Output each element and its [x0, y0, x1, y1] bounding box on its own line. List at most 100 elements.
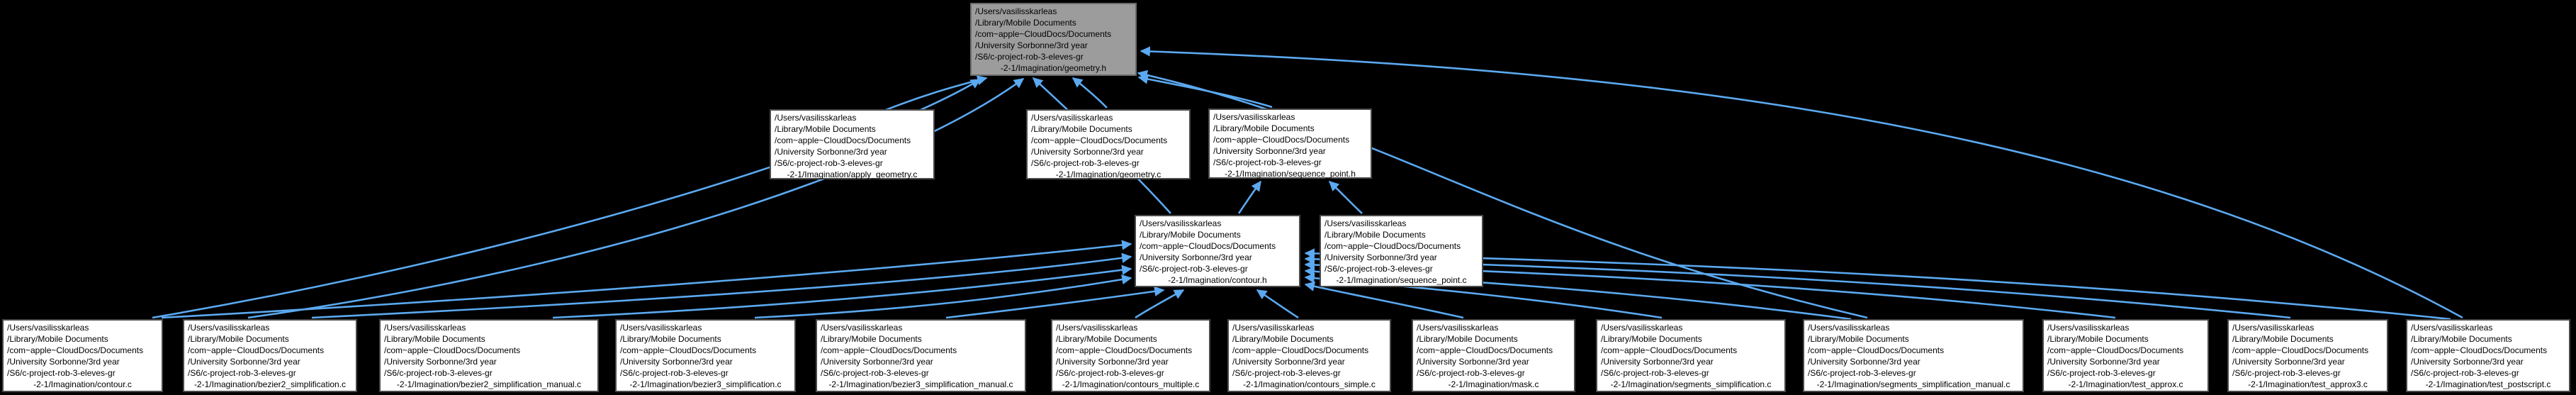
- graph-node-sequence-point-h-line-4: /S6/c-project-rob-3-eleves-gr: [1213, 157, 1322, 167]
- graph-node-test-approx3-c[interactable]: /Users/vasilisskarleas/Library/Mobile Do…: [2227, 319, 2388, 392]
- graph-node-bezier2-simplification-manual-c-line-5: -2-1/Imagination/bezier2_simplification_…: [396, 379, 582, 389]
- graph-node-segments-simplification-manual-c-line-5: -2-1/Imagination/segments_simplification…: [1816, 379, 2010, 389]
- include-edge-mask-c-to-contour-h: [1304, 281, 1464, 319]
- graph-node-contour-h-line-3: /University Sorbonne/3rd year: [1140, 252, 1252, 262]
- graph-node-test-postscript-c-line-3: /University Sorbonne/3rd year: [2411, 357, 2524, 367]
- graph-node-sequence-point-c-line-0: /Users/vasilisskarleas: [1324, 218, 1407, 228]
- graph-node-bezier2-simplification-c-line-1: /Library/Mobile Documents: [188, 334, 289, 344]
- graph-node-contours-simple-c-line-2: /com~apple~CloudDocs/Documents: [1232, 345, 1369, 355]
- graph-node-mask-c[interactable]: /Users/vasilisskarleas/Library/Mobile Do…: [1412, 319, 1575, 392]
- graph-node-geometry-c-line-4: /S6/c-project-rob-3-eleves-gr: [1031, 158, 1140, 168]
- graph-node-contour-c[interactable]: /Users/vasilisskarleas/Library/Mobile Do…: [2, 319, 163, 392]
- graph-node-geometry-c-line-1: /Library/Mobile Documents: [1031, 124, 1132, 134]
- graph-node-mask-c-line-1: /Library/Mobile Documents: [1417, 334, 1518, 344]
- graph-node-bezier3-simplification-manual-c-line-1: /Library/Mobile Documents: [821, 334, 922, 344]
- graph-node-contour-h-line-4: /S6/c-project-rob-3-eleves-gr: [1140, 264, 1248, 274]
- graph-node-segments-simplification-manual-c-line-4: /S6/c-project-rob-3-eleves-gr: [1808, 368, 1916, 378]
- graph-node-segments-simplification-c-line-0: /Users/vasilisskarleas: [1601, 323, 1683, 333]
- graph-node-test-approx3-c-line-5: -2-1/Imagination/test_approx3.c: [2248, 379, 2368, 389]
- graph-node-sequence-point-h-line-5: -2-1/Imagination/sequence_point.h: [1225, 169, 1356, 179]
- graph-node-contour-c-line-5: -2-1/Imagination/contour.c: [33, 379, 132, 389]
- graph-node-geometry-c-line-0: /Users/vasilisskarleas: [1031, 113, 1113, 123]
- graph-node-bezier3-simplification-c-line-4: /S6/c-project-rob-3-eleves-gr: [620, 368, 729, 378]
- graph-node-mask-c-line-2: /com~apple~CloudDocs/Documents: [1417, 345, 1553, 355]
- graph-node-sequence-point-h-line-3: /University Sorbonne/3rd year: [1213, 146, 1326, 156]
- include-edge-sequence-point-h-to-geometry-h: [1137, 74, 1273, 109]
- graph-node-contours-multiple-c-line-5: -2-1/Imagination/contours_multiple.c: [1062, 379, 1200, 389]
- graph-node-sequence-point-c-line-3: /University Sorbonne/3rd year: [1324, 252, 1437, 262]
- graph-node-mask-c-line-5: -2-1/Imagination/mask.c: [1448, 379, 1539, 389]
- graph-node-bezier3-simplification-c-line-1: /Library/Mobile Documents: [620, 334, 721, 344]
- graph-node-apply-geometry-c-line-1: /Library/Mobile Documents: [775, 124, 876, 134]
- graph-node-bezier3-simplification-manual-c-line-3: /University Sorbonne/3rd year: [821, 357, 933, 367]
- graph-node-test-postscript-c-line-4: /S6/c-project-rob-3-eleves-gr: [2411, 368, 2519, 378]
- graph-node-segments-simplification-manual-c-line-2: /com~apple~CloudDocs/Documents: [1808, 345, 1945, 355]
- graph-node-sequence-point-h-line-1: /Library/Mobile Documents: [1213, 123, 1315, 133]
- graph-node-segments-simplification-c-line-2: /com~apple~CloudDocs/Documents: [1601, 345, 1738, 355]
- graph-node-test-postscript-c-line-1: /Library/Mobile Documents: [2411, 334, 2512, 344]
- graph-node-geometry-h-line-2: /com~apple~CloudDocs/Documents: [975, 29, 1112, 39]
- include-edge-bezier3-simplification-manual-c-to-contour-h: [945, 286, 1165, 319]
- graph-node-bezier3-simplification-c-line-3: /University Sorbonne/3rd year: [620, 357, 733, 367]
- graph-node-contours-simple-c[interactable]: /Users/vasilisskarleas/Library/Mobile Do…: [1227, 319, 1391, 392]
- include-edge-segments-simplification-manual-c-to-geometry-h: [1137, 69, 1868, 319]
- graph-node-contour-c-line-1: /Library/Mobile Documents: [7, 334, 108, 344]
- graph-node-contour-h-line-0: /Users/vasilisskarleas: [1140, 218, 1222, 228]
- graph-node-segments-simplification-c-line-4: /S6/c-project-rob-3-eleves-gr: [1601, 368, 1709, 378]
- graph-node-contours-multiple-c-line-3: /University Sorbonne/3rd year: [1056, 357, 1169, 367]
- graph-node-contour-h-line-1: /Library/Mobile Documents: [1140, 230, 1241, 240]
- graph-node-sequence-point-h[interactable]: /Users/vasilisskarleas/Library/Mobile Do…: [1208, 109, 1372, 179]
- graph-node-segments-simplification-c-line-3: /University Sorbonne/3rd year: [1601, 357, 1714, 367]
- graph-node-sequence-point-c[interactable]: /Users/vasilisskarleas/Library/Mobile Do…: [1320, 215, 1483, 287]
- graph-node-apply-geometry-c[interactable]: /Users/vasilisskarleas/Library/Mobile Do…: [770, 109, 935, 179]
- include-edge-bezier2-simplification-c-to-contour-h: [311, 252, 1132, 319]
- graph-node-segments-simplification-c[interactable]: /Users/vasilisskarleas/Library/Mobile Do…: [1596, 319, 1786, 392]
- graph-node-mask-c-line-0: /Users/vasilisskarleas: [1417, 323, 1499, 333]
- graph-node-test-approx3-c-line-3: /University Sorbonne/3rd year: [2232, 357, 2345, 367]
- graph-node-geometry-h[interactable]: /Users/vasilisskarleas/Library/Mobile Do…: [970, 3, 1137, 76]
- graph-node-test-approx-c[interactable]: /Users/vasilisskarleas/Library/Mobile Do…: [2042, 319, 2209, 392]
- include-edge-contour-h-to-sequence-point-h: [1237, 180, 1262, 214]
- include-edge-test-postscript-c-to-geometry-h: [1140, 46, 2463, 319]
- graph-node-test-approx3-c-line-2: /com~apple~CloudDocs/Documents: [2232, 345, 2369, 355]
- graph-node-bezier3-simplification-c-line-2: /com~apple~CloudDocs/Documents: [620, 345, 757, 355]
- graph-node-bezier2-simplification-manual-c-line-2: /com~apple~CloudDocs/Documents: [384, 345, 521, 355]
- graph-node-segments-simplification-manual-c-line-3: /University Sorbonne/3rd year: [1808, 357, 1920, 367]
- graph-node-bezier2-simplification-manual-c[interactable]: /Users/vasilisskarleas/Library/Mobile Do…: [379, 319, 599, 392]
- graph-node-apply-geometry-c-line-3: /University Sorbonne/3rd year: [775, 147, 887, 157]
- graph-node-bezier2-simplification-c-line-5: -2-1/Imagination/bezier2_simplification.…: [193, 379, 347, 389]
- graph-node-test-approx3-c-line-1: /Library/Mobile Documents: [2232, 334, 2334, 344]
- graph-node-contour-c-line-0: /Users/vasilisskarleas: [7, 323, 89, 333]
- graph-node-test-postscript-c[interactable]: /Users/vasilisskarleas/Library/Mobile Do…: [2406, 319, 2570, 392]
- graph-node-bezier2-simplification-c-line-3: /University Sorbonne/3rd year: [188, 357, 300, 367]
- include-edge-bezier2-simplification-manual-c-to-contour-h: [552, 265, 1132, 319]
- graph-node-contour-c-line-2: /com~apple~CloudDocs/Documents: [7, 345, 144, 355]
- graph-node-bezier2-simplification-c-line-4: /S6/c-project-rob-3-eleves-gr: [188, 368, 296, 378]
- graph-node-segments-simplification-manual-c[interactable]: /Users/vasilisskarleas/Library/Mobile Do…: [1803, 319, 2024, 392]
- graph-node-contours-simple-c-line-5: -2-1/Imagination/contours_simple.c: [1243, 379, 1376, 389]
- graph-node-contours-multiple-c-line-0: /Users/vasilisskarleas: [1056, 323, 1138, 333]
- graph-node-bezier2-simplification-c[interactable]: /Users/vasilisskarleas/Library/Mobile Do…: [183, 319, 357, 392]
- graph-node-sequence-point-c-line-5: -2-1/Imagination/sequence_point.c: [1336, 275, 1467, 285]
- graph-node-segments-simplification-manual-c-line-1: /Library/Mobile Documents: [1808, 334, 1909, 344]
- graph-node-bezier3-simplification-c[interactable]: /Users/vasilisskarleas/Library/Mobile Do…: [615, 319, 796, 392]
- graph-node-contour-c-line-3: /University Sorbonne/3rd year: [7, 357, 120, 367]
- graph-node-contours-multiple-c[interactable]: /Users/vasilisskarleas/Library/Mobile Do…: [1051, 319, 1210, 392]
- graph-node-geometry-c-line-2: /com~apple~CloudDocs/Documents: [1031, 135, 1168, 145]
- graph-node-contour-c-line-4: /S6/c-project-rob-3-eleves-gr: [7, 368, 116, 378]
- graph-node-test-approx3-c-line-4: /S6/c-project-rob-3-eleves-gr: [2232, 368, 2341, 378]
- graph-node-contour-h[interactable]: /Users/vasilisskarleas/Library/Mobile Do…: [1135, 215, 1300, 287]
- graph-node-test-approx-c-line-4: /S6/c-project-rob-3-eleves-gr: [2047, 368, 2156, 378]
- graph-node-bezier3-simplification-manual-c[interactable]: /Users/vasilisskarleas/Library/Mobile Do…: [816, 319, 1026, 392]
- graph-node-sequence-point-c-line-2: /com~apple~CloudDocs/Documents: [1324, 241, 1461, 251]
- graph-node-geometry-c-line-5: -2-1/Imagination/geometry.c: [1055, 169, 1162, 179]
- graph-node-test-approx-c-line-0: /Users/vasilisskarleas: [2047, 323, 2130, 333]
- graph-node-bezier3-simplification-manual-c-line-4: /S6/c-project-rob-3-eleves-gr: [821, 368, 929, 378]
- graph-node-geometry-c[interactable]: /Users/vasilisskarleas/Library/Mobile Do…: [1026, 109, 1191, 179]
- graph-node-apply-geometry-c-line-2: /com~apple~CloudDocs/Documents: [775, 135, 911, 145]
- graph-node-bezier3-simplification-c-line-5: -2-1/Imagination/bezier3_simplification.…: [629, 379, 782, 389]
- include-edge-bezier2-simplification-c-to-geometry-h: [247, 77, 1025, 319]
- graph-node-geometry-c-line-3: /University Sorbonne/3rd year: [1031, 147, 1144, 157]
- graph-node-contours-simple-c-line-0: /Users/vasilisskarleas: [1232, 323, 1315, 333]
